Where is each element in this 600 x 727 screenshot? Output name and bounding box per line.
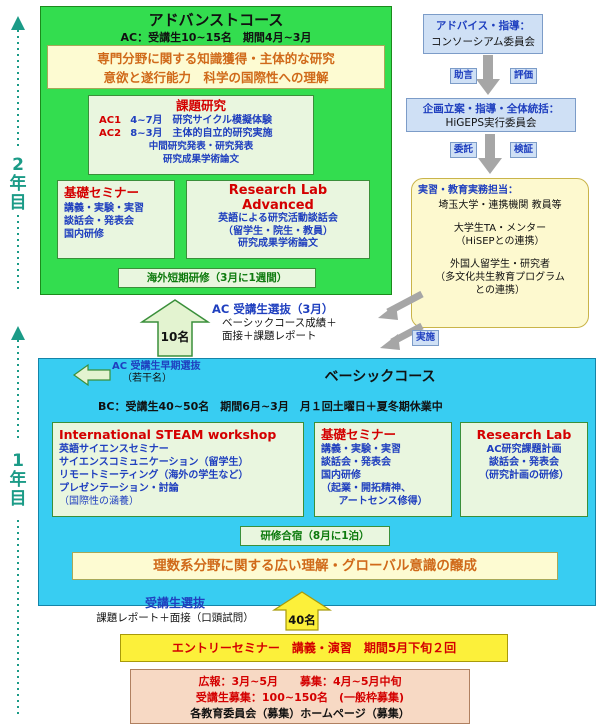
gap-area xyxy=(98,295,394,358)
basic-course-subtitle: BC：受講生40~50名 期間6月~3月 月１回土曜日＋夏冬期休業中 xyxy=(98,400,443,413)
advice-title: アドバイス・指導： xyxy=(435,20,531,32)
tag-jogen: 助言 xyxy=(450,68,478,84)
staff-line4: 外国人留学生・研究者 xyxy=(450,259,550,270)
early-selection-arrow xyxy=(72,363,111,387)
basic-goal-box: 理数系分野に関する広い理解・グローバル意識の醸成 xyxy=(72,552,558,580)
staff-line6: との連携） xyxy=(475,285,525,296)
ac-selection-text: AC 受講生選抜（3月） ベーシックコース成績＋ 面接＋課題レポート xyxy=(212,302,382,343)
staff-box: 実習・教育実務担当： 埼玉大学・連携機関 教員等 大学生TA・メンター （HiS… xyxy=(411,178,589,328)
basic-lab-box: Research Lab AC研究課題計画 談話会・発表会 （研究計画の研修） xyxy=(460,422,588,517)
staff-line3: （HiSEPとの連携） xyxy=(455,236,545,247)
advice-box: アドバイス・指導： コンソーシアム委員会 xyxy=(423,14,543,54)
advance-arrow xyxy=(139,299,211,357)
adv-lab-line3: 研究成果学術論文 xyxy=(238,238,318,249)
bc-selection-text: 受講生選抜 課題レポート＋面接（口頭試問） xyxy=(80,596,270,626)
entry-seminar: エントリーセミナー 講義・演習 期間5月下旬２回 xyxy=(120,634,508,662)
steam-line5: （国際性の涵養） xyxy=(59,496,139,507)
implement-arrows xyxy=(378,290,424,350)
tag-jisshi: 実施 xyxy=(412,330,440,346)
staff-line2: 大学生TA・メンター xyxy=(453,223,547,234)
tag-hyoka: 評価 xyxy=(510,68,538,84)
bc-selection-title: 受講生選抜 xyxy=(144,596,205,610)
basic-kiso-line4: （起業・開拓精神、 xyxy=(321,483,411,494)
basic-kiso-title: 基礎セミナー xyxy=(321,427,397,442)
basic-lab-title: Research Lab xyxy=(476,427,572,442)
basic-kiso-line5: アートセンス修得） xyxy=(338,496,428,507)
training-camp: 研修合宿（8月に1泊） xyxy=(240,526,390,546)
year2-label: 2年目 xyxy=(9,155,27,213)
year1-label: 1年目 xyxy=(9,451,27,509)
basic-lab-line2: 談話会・発表会 xyxy=(489,457,559,468)
research-line3: 中間研究発表・研究発表 xyxy=(148,141,254,152)
adv-kiso-line2: 談話会・発表会 xyxy=(64,216,134,227)
adv-kiso-line1: 講義・実験・実習 xyxy=(64,203,144,214)
plan-down-arrow xyxy=(478,134,502,174)
basic-entry-count: 40名 xyxy=(288,613,316,627)
basic-kiso-line1: 講義・実験・実習 xyxy=(321,444,401,455)
early-selection-sub: （若干名） xyxy=(122,373,172,384)
advanced-goal-line2: 意欲と遂行能力 科学の国際性への理解 xyxy=(103,70,329,85)
tag-kensho: 検証 xyxy=(510,142,538,158)
basic-course-title: ベーシックコース xyxy=(324,369,436,385)
advice-down-arrow xyxy=(476,55,500,95)
adv-lab-title2: Advanced xyxy=(242,198,314,213)
research-title: 課題研究 xyxy=(175,98,226,113)
early-selection-label: AC 受講生早期選抜 （若干名） xyxy=(112,361,201,385)
plan-box: 企画立案・指導・全体統括： HiGEPS実行委員会 xyxy=(406,98,576,132)
ac-selection-line1: ベーシックコース成績＋ xyxy=(222,317,337,329)
research-box: 課題研究 AC1 4~7月 研究サイクル模擬体験 AC2 8~3月 主体的自立的… xyxy=(88,95,314,175)
steam-title: International STEAM workshop xyxy=(59,427,277,442)
staff-line1: 埼玉大学・連携機関 教員等 xyxy=(438,200,562,211)
ac-selection-title: AC 受講生選抜（3月） xyxy=(212,302,334,316)
research-ac2: AC2 8~3月 主体的自立的研究実施 xyxy=(99,128,273,139)
research-ac1: AC1 4~7月 研究サイクル模擬体験 xyxy=(99,115,273,126)
research-line4: 研究成果学術論文 xyxy=(162,154,239,165)
advanced-course-title: アドバンストコース xyxy=(148,11,284,29)
overseas-training: 海外短期研修（3月に1週間） xyxy=(118,268,316,288)
advanced-course-subtitle: AC：受講生10~15名 期間4月~3月 xyxy=(120,31,312,44)
recruit-line2: 受講生募集：100~150名 (一般枠募集) xyxy=(195,691,405,704)
steam-line3: リモートミーティング（海外の学生など） xyxy=(59,470,249,481)
adv-lab-box: Research Lab Advanced 英語による研究活動談話会 （留学生・… xyxy=(186,180,370,259)
bc-selection-sub: 課題レポート＋面接（口頭試問） xyxy=(96,612,254,624)
steam-line2: サイエンスコミュニケーション（留学生） xyxy=(59,457,249,468)
ac-selection-line2: 面接＋課題レポート xyxy=(222,330,317,342)
adv-lab-line1: 英語による研究活動談話会 xyxy=(218,213,338,224)
basic-lab-line3: （研究計画の研修） xyxy=(479,470,569,481)
basic-kiso-line2: 談話会・発表会 xyxy=(321,457,391,468)
advanced-goal-box: 専門分野に関する知識獲得・主体的な研究 意欲と遂行能力 科学の国際性への理解 xyxy=(47,45,385,89)
staff-line5: （多文化共生教育プログラム xyxy=(435,272,565,283)
basic-entry-arrow xyxy=(271,591,333,631)
steam-box: International STEAM workshop 英語サイエンスセミナー… xyxy=(52,422,304,517)
timeline-lines xyxy=(11,16,25,718)
staff-title: 実習・教育実務担当： xyxy=(418,185,518,196)
adv-lab-title1: Research Lab xyxy=(228,183,328,198)
recruit-line1: 広報：3月~5月 募集：4月~5月中旬 xyxy=(198,675,402,688)
plan-title: 企画立案・指導・全体統括： xyxy=(422,103,560,115)
steam-line1: 英語サイエンスセミナー xyxy=(59,444,169,455)
adv-kiso-line3: 国内研修 xyxy=(64,229,104,240)
steam-line4: プレゼンテーション・討論 xyxy=(59,483,179,494)
adv-kiso-box: 基礎セミナー 講義・実験・実習 談話会・発表会 国内研修 xyxy=(57,180,175,259)
tag-iso: 委託 xyxy=(450,142,478,158)
advance-count: 10名 xyxy=(160,330,190,344)
adv-kiso-title: 基礎セミナー xyxy=(64,185,140,200)
plan-org: HiGEPS実行委員会 xyxy=(445,117,537,129)
adv-lab-line2: （留学生・院生・教員） xyxy=(223,225,333,237)
basic-kiso-line3: 国内研修 xyxy=(321,470,361,481)
advice-org: コンソーシアム委員会 xyxy=(430,36,536,48)
basic-lab-line1: AC研究課題計画 xyxy=(486,444,562,455)
recruit-line3: 各教育委員会（募集）ホームページ（募集） xyxy=(190,707,410,720)
advanced-goal-line1: 専門分野に関する知識獲得・主体的な研究 xyxy=(97,51,335,66)
early-selection-title: AC 受講生早期選抜 xyxy=(112,361,201,372)
recruit-box: 広報：3月~5月 募集：4月~5月中旬 受講生募集：100~150名 (一般枠募… xyxy=(130,669,470,724)
basic-kiso-box: 基礎セミナー 講義・実験・実習 談話会・発表会 国内研修 （起業・開拓精神、 ア… xyxy=(314,422,452,517)
